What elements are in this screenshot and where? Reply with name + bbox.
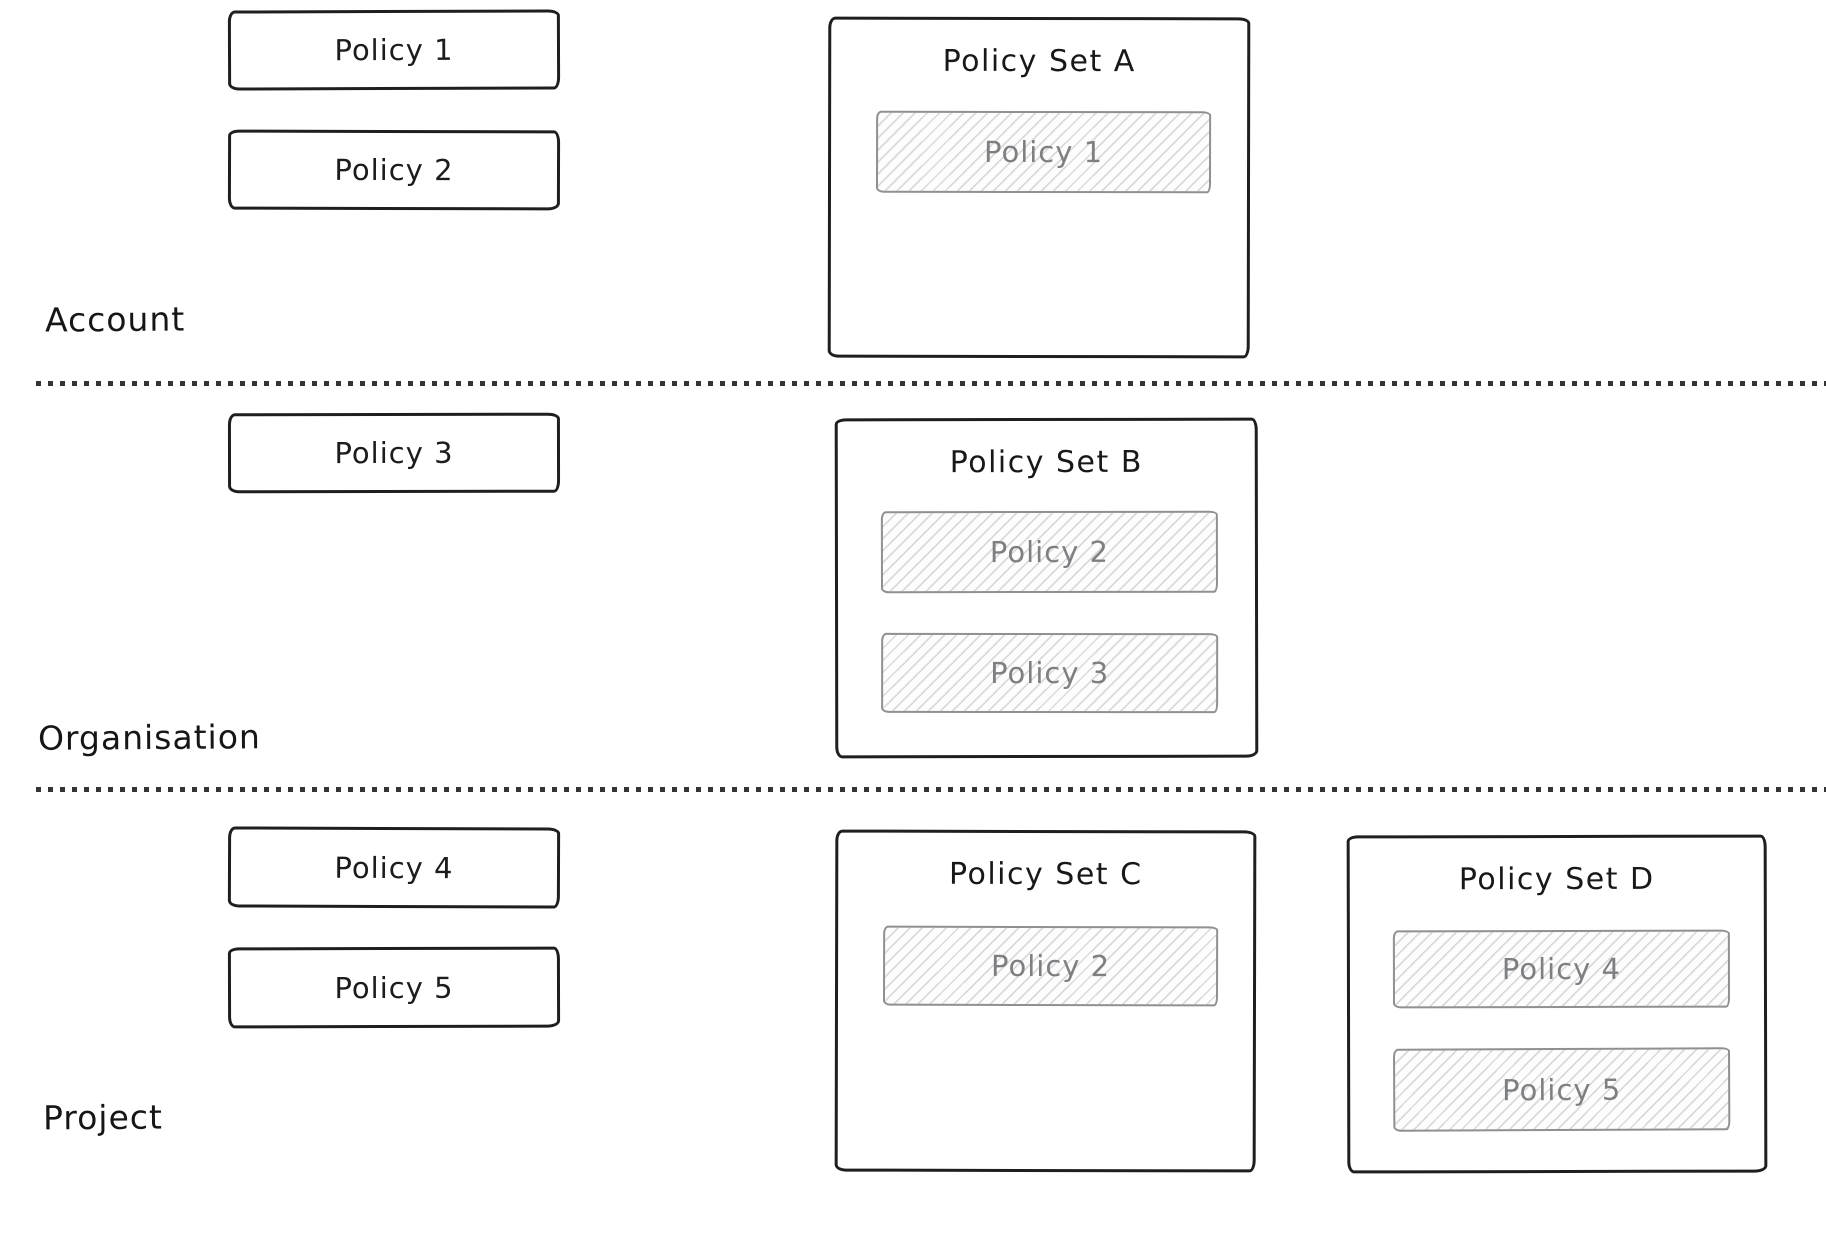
- section-label-account: Account: [44, 299, 186, 340]
- policy-box-account-2: Policy 2: [227, 129, 561, 211]
- member-label: Policy 2: [989, 534, 1110, 570]
- policy-set-member: Policy 1: [875, 110, 1212, 194]
- member-label: Policy 3: [990, 655, 1110, 691]
- member-label: Policy 1: [983, 134, 1104, 170]
- policy-box-label: Policy 4: [334, 850, 454, 885]
- policy-set-title: Policy Set B: [949, 444, 1143, 481]
- policy-box-label: Policy 2: [334, 152, 454, 188]
- section-divider: [36, 381, 1826, 386]
- policy-set-title: Policy Set A: [942, 43, 1136, 80]
- member-label: Policy 5: [1502, 1072, 1622, 1107]
- policy-set-member: Policy 2: [882, 925, 1219, 1007]
- policy-box-project-4: Policy 4: [227, 826, 561, 909]
- policy-set-member: Policy 5: [1392, 1047, 1731, 1132]
- policy-box-label: Policy 5: [334, 970, 454, 1005]
- policy-box-project-5: Policy 5: [227, 946, 561, 1029]
- policy-set-b-container: Policy Set B Policy 2 Policy 3: [834, 417, 1259, 759]
- member-label: Policy 2: [990, 948, 1111, 984]
- member-label: Policy 4: [1501, 951, 1622, 987]
- section-divider: [36, 787, 1826, 792]
- policy-set-title: Policy Set D: [1458, 861, 1655, 898]
- section-label-project: Project: [42, 1097, 164, 1138]
- policy-set-d-container: Policy Set D Policy 4 Policy 5: [1346, 834, 1768, 1174]
- section-label-organisation: Organisation: [37, 717, 261, 758]
- policy-set-member: Policy 3: [881, 632, 1219, 714]
- policy-set-member: Policy 4: [1392, 929, 1731, 1009]
- policy-box-organisation-3: Policy 3: [227, 412, 561, 494]
- policy-box-label: Policy 1: [334, 32, 454, 68]
- policy-box-account-1: Policy 1: [227, 9, 561, 91]
- policy-set-a-container: Policy Set A Policy 1: [827, 16, 1251, 359]
- policy-box-label: Policy 3: [334, 435, 454, 471]
- policy-set-member: Policy 2: [880, 510, 1219, 594]
- policy-set-title: Policy Set C: [948, 856, 1143, 893]
- policy-set-c-container: Policy Set C Policy 2: [834, 829, 1257, 1173]
